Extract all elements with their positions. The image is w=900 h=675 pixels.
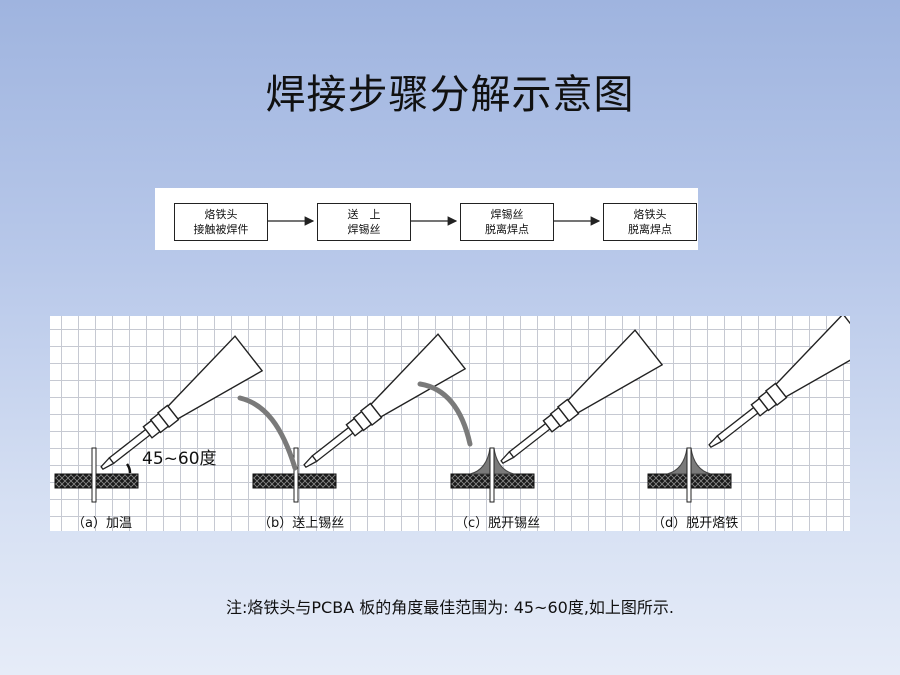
flow-step-4: 烙铁头 脱离焊点 [603,203,697,241]
step-d-figure [647,316,850,503]
flow-step-3-line2: 脱离焊点 [485,223,529,236]
step-c-solder-wire [417,381,473,447]
caption-step-b: （b）送上锡丝 [258,516,345,531]
flow-step-2-line1: 送 上 [347,208,381,221]
flow-step-2-line2: 焊锡丝 [347,223,381,236]
caption-step-d: （d）脱开烙铁 [652,516,739,531]
flow-step-1-line2: 接触被焊件 [193,223,249,236]
flow-step-1-line1: 烙铁头 [204,208,238,221]
step-a-angle-mark [125,463,132,474]
flow-step-1: 烙铁头 接触被焊件 [174,203,268,241]
step-c-figure [417,329,663,503]
soldering-illustration [54,316,850,503]
footnote: 注:烙铁头与PCBA 板的角度最佳范围为: 45~60度,如上图所示. [226,598,674,617]
step-d-soldering-iron [695,316,850,465]
step-c-soldering-iron [487,329,663,481]
step-b-figure [237,333,466,503]
flow-arrows [267,216,601,226]
caption-step-a: （a）加温 [72,516,132,531]
step-b-soldering-iron [290,333,466,485]
step-a-component-lead [91,447,97,503]
flow-step-2: 送 上 焊锡丝 [317,203,411,241]
slide-title: 焊接步骤分解示意图 [265,72,635,118]
step-a-figure [54,335,263,503]
step-b-solder-wire [237,395,298,471]
flow-step-4-line1: 烙铁头 [633,208,667,221]
flow-step-3: 焊锡丝 脱离焊点 [460,203,554,241]
flow-step-4-line2: 脱离焊点 [628,223,672,236]
caption-step-c: （c）脱开锡丝 [455,516,541,531]
soldering-steps-diagram: 45~60度 （a）加温 （b）送上锡丝 （c）脱开锡丝 （d）脱开烙铁 [50,316,850,531]
step-c-component-lead [489,447,495,503]
flow-step-3-line1: 焊锡丝 [490,208,524,221]
step-b-component-lead [293,447,299,503]
step-d-component-lead [686,447,692,503]
angle-label: 45~60度 [142,449,217,469]
process-flowchart: 烙铁头 接触被焊件 送 上 焊锡丝 焊锡丝 脱离焊点 烙铁头 脱离焊点 [155,188,698,250]
